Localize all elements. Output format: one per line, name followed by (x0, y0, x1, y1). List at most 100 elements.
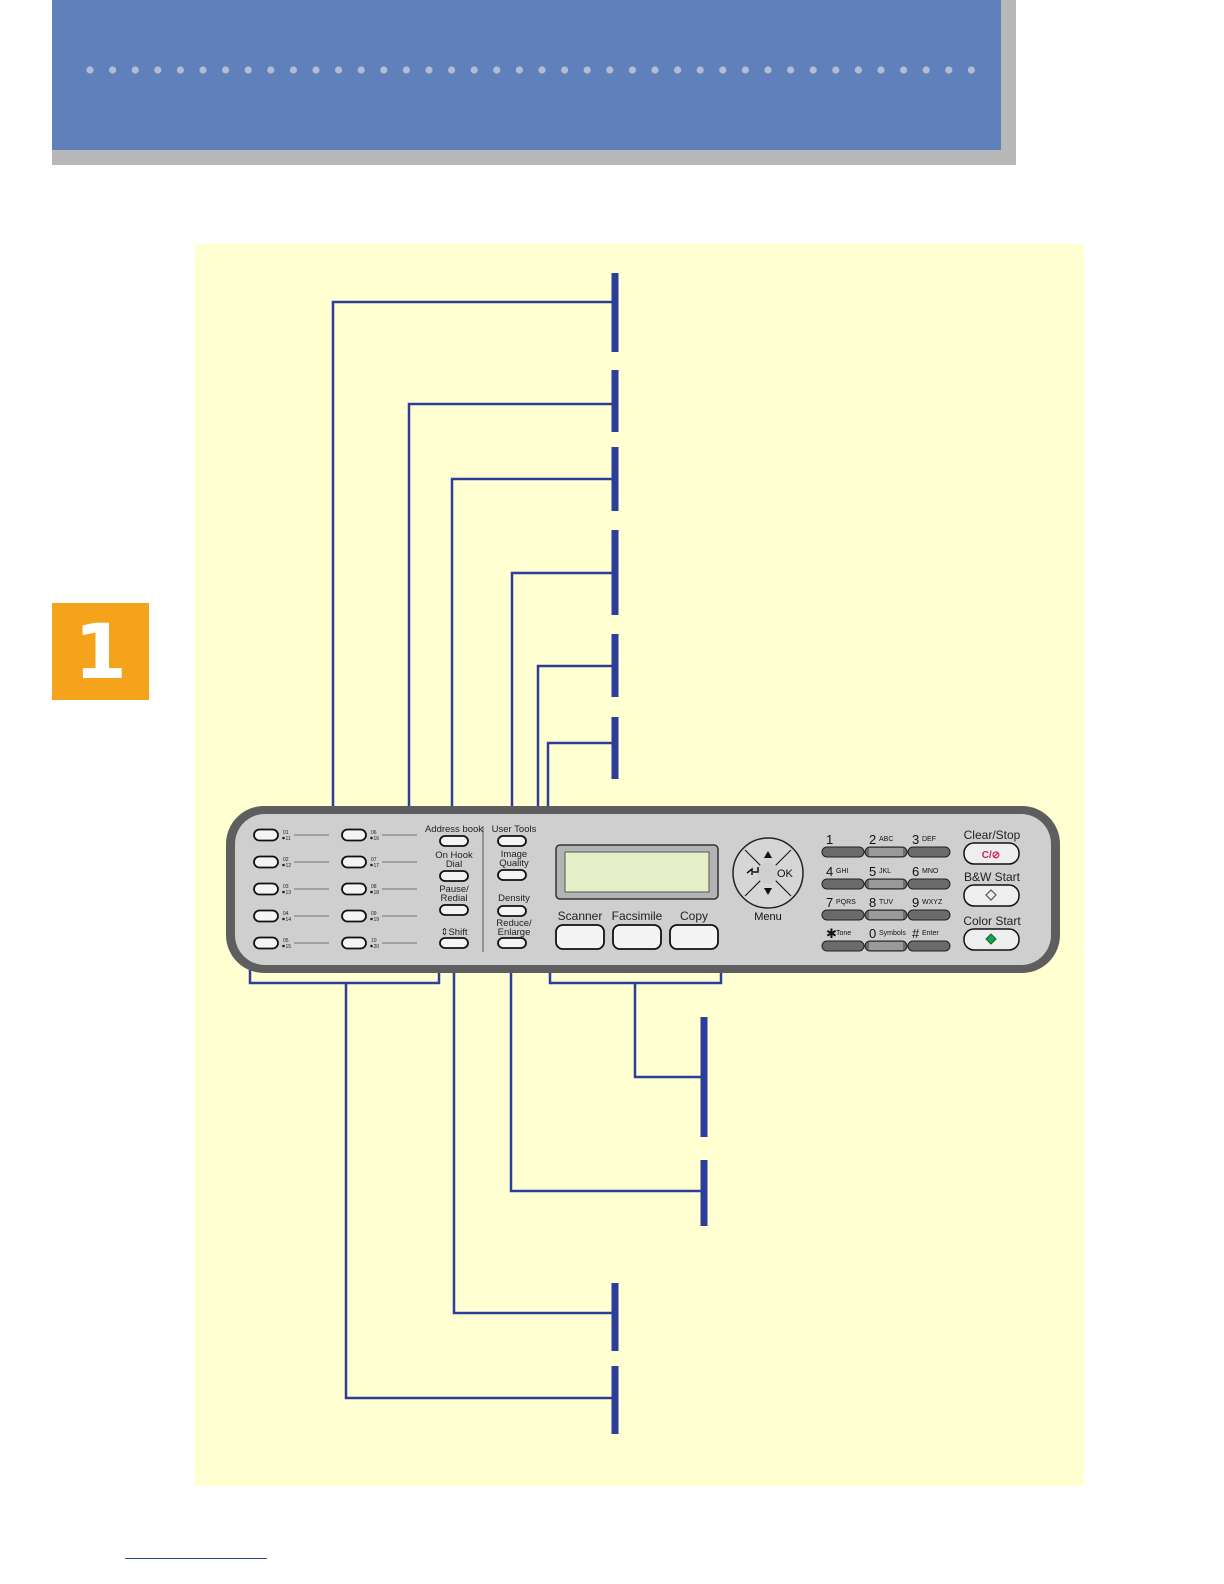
one-touch-number-top: 02 (283, 857, 289, 863)
one-touch-key-right-3[interactable] (341, 882, 367, 896)
header-dot (154, 66, 162, 74)
keypad-key-7[interactable] (821, 909, 865, 921)
shift-dot-icon (282, 944, 285, 948)
keypad-key-4[interactable] (821, 878, 865, 890)
callout-bars (611, 273, 708, 1434)
image-quality-key-label: Quality (499, 858, 529, 869)
reduce-enlarge-key[interactable] (497, 937, 527, 949)
header-dot (176, 66, 184, 74)
header-dot (651, 66, 659, 74)
nav-up-arrow-icon[interactable] (764, 851, 772, 858)
color-start-icon (985, 933, 997, 945)
mode-key-facsimile[interactable] (612, 924, 662, 950)
one-touch-key-left-5[interactable] (253, 936, 279, 950)
on-hook-dial-key[interactable] (439, 870, 469, 882)
keypad-key-12[interactable] (907, 940, 951, 952)
header-dot (312, 66, 320, 74)
reduce-enlarge-key-label: Reduce/ (496, 918, 532, 929)
header-dot (606, 66, 614, 74)
one-touch-number-top: 07 (371, 857, 377, 863)
shift-key[interactable] (439, 937, 469, 949)
header-dot (493, 66, 501, 74)
one-touch-number-top: 03 (283, 884, 289, 890)
lcd-screen (564, 851, 710, 893)
leader-one-touch-shift (331, 300, 615, 912)
mode-key-label: Copy (680, 909, 708, 923)
user-tools-key-label: User Tools (492, 824, 537, 835)
header-dot (945, 66, 953, 74)
clear-stop-label: Clear/Stop (964, 828, 1021, 842)
navigation-pad[interactable]: OK Menu (732, 837, 804, 923)
mode-key-label: Facsimile (612, 909, 663, 923)
keypad-key-1[interactable] (821, 846, 865, 858)
header-dot (628, 66, 637, 74)
header-band-fill (52, 0, 1001, 150)
user-tools-key[interactable] (497, 835, 527, 847)
address-book-key-label: Address book (425, 824, 483, 835)
keypad-letters: ABC (879, 836, 893, 843)
one-touch-key-left-4[interactable] (253, 909, 279, 923)
header-dot (515, 66, 523, 74)
image-quality-key[interactable] (497, 869, 527, 881)
keypad-letters: Symbols (879, 930, 906, 937)
image-quality-key-label: Image (501, 849, 527, 860)
keypad-letters: Enter (922, 930, 939, 937)
header-dot (402, 66, 410, 74)
one-touch-key-left-1[interactable] (253, 828, 279, 842)
one-touch-key-right-1[interactable] (341, 828, 367, 842)
one-touch-key-right-5[interactable] (341, 936, 367, 950)
keypad-digit: 6 (912, 864, 919, 879)
keypad-digit: 2 (869, 832, 876, 847)
on-hook-dial-key-label: Dial (446, 859, 462, 870)
keypad-digit: 5 (869, 864, 876, 879)
mode-key-copy[interactable] (669, 924, 719, 950)
header-dot (425, 66, 433, 74)
keypad-key-face (869, 880, 903, 888)
leader-mode-keys (633, 983, 704, 1079)
one-touch-key-left-3[interactable] (253, 882, 279, 896)
address-book-key[interactable] (439, 835, 469, 847)
keypad-key-3[interactable] (907, 846, 951, 858)
pause-redial-key[interactable] (439, 904, 469, 916)
shift-dot-icon (370, 836, 373, 840)
shift-dot-icon (282, 836, 285, 840)
keypad-key-6[interactable] (907, 878, 951, 890)
keypad-letters: JKL (879, 868, 891, 875)
header-dot (199, 66, 207, 74)
one-touch-key-right-4[interactable] (341, 909, 367, 923)
leader-shift (452, 948, 615, 1315)
mode-key-scanner[interactable] (555, 924, 605, 950)
keypad-digit: 7 (826, 895, 833, 910)
color-start-label: Color Start (963, 914, 1021, 928)
leader-reduce-enlarge (509, 948, 704, 1193)
one-touch-key-left-2[interactable] (253, 855, 279, 869)
nav-ok-label[interactable]: OK (777, 868, 794, 880)
nav-back-icon[interactable] (746, 867, 759, 875)
pause-redial-key-label: Redial (441, 893, 468, 904)
leader-user-tools (510, 571, 615, 820)
clear-stop-key[interactable] (963, 842, 1020, 865)
header-dot (787, 66, 795, 74)
keypad-letters: GHI (836, 868, 849, 875)
one-touch-key-right-2[interactable] (341, 855, 367, 869)
header-dot (967, 66, 976, 74)
bw-start-key[interactable] (963, 884, 1020, 907)
header-dot (922, 66, 930, 74)
one-touch-number-bottom: 17 (374, 863, 380, 869)
header-dot (832, 66, 840, 74)
density-key[interactable] (497, 905, 527, 917)
keypad-key-9[interactable] (907, 909, 951, 921)
leader-address-book (450, 477, 615, 818)
shift-dot-icon (282, 890, 285, 894)
one-touch-number-top: 04 (283, 911, 289, 917)
one-touch-number-bottom: 14 (286, 917, 292, 923)
keypad-key-face (869, 942, 903, 950)
nav-down-arrow-icon[interactable] (764, 888, 772, 895)
header-dot (335, 66, 343, 74)
keypad-key-10[interactable] (821, 940, 865, 952)
header-dot (244, 66, 252, 74)
keypad-letters: DEF (922, 836, 936, 843)
shift-dot-icon (282, 917, 285, 921)
shift-key-label: ⇕Shift (441, 927, 468, 938)
